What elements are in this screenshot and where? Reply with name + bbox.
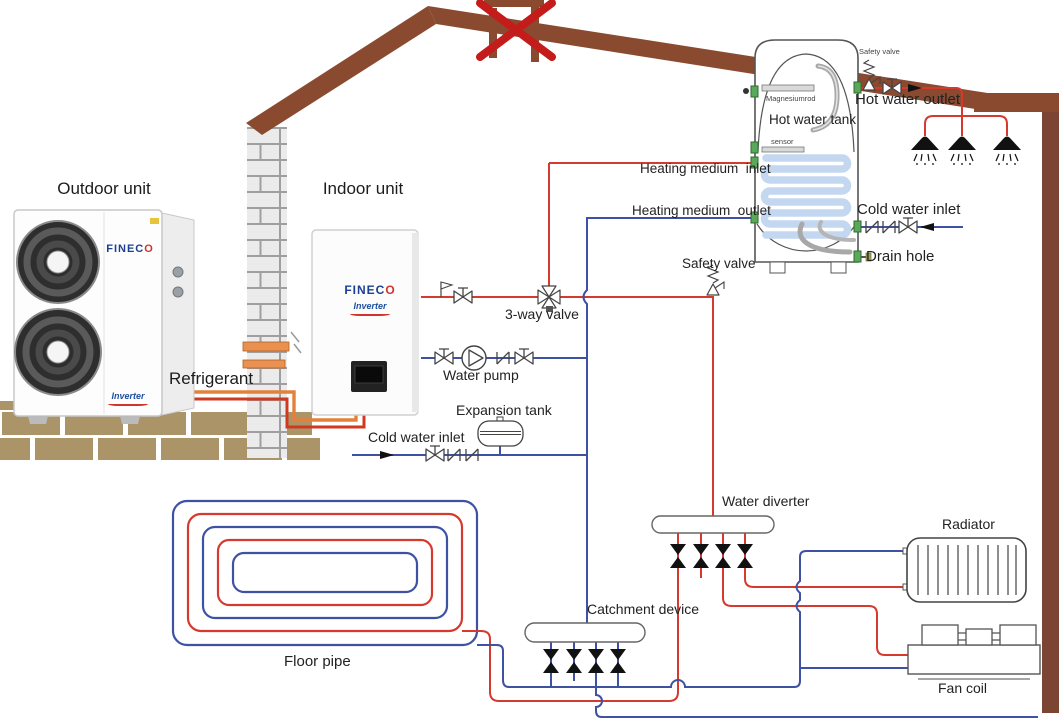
air-vent-icon <box>440 281 453 298</box>
fan-icon <box>16 220 100 304</box>
shower-icon <box>947 135 977 165</box>
inverter-logo-indoor: Inverter <box>350 301 390 316</box>
outdoor-unit-label: Outdoor unit <box>57 179 151 198</box>
cold-water-inlet-main-label: Cold water inlet <box>368 429 465 445</box>
side-vent <box>172 266 184 278</box>
pipe-clamp <box>242 359 286 369</box>
tank-foot <box>769 261 786 274</box>
tank-fittings <box>743 81 862 263</box>
cold-water-inlet-tank-label: Cold water inlet <box>857 201 961 218</box>
fan-coil-label: Fan coil <box>938 680 988 696</box>
pipe-clamp <box>242 341 290 352</box>
sensor-label: sensor <box>771 137 794 146</box>
catchment-device-manifold <box>524 622 646 643</box>
magnesium-rod-label: Magnesiumrod <box>766 94 816 103</box>
sensor-rod <box>761 146 805 153</box>
water-diverter-manifold <box>651 515 775 534</box>
floor-pipe-label: Floor pipe <box>284 653 351 670</box>
heating-medium-inlet-label: Heating medium inlet <box>640 161 771 176</box>
shower-icon <box>992 135 1022 165</box>
fineco-logo-outdoor: FINECO <box>106 243 154 255</box>
flow-arrow-icon <box>920 223 934 231</box>
house-roof <box>246 0 1059 135</box>
indoor-unit <box>311 229 419 416</box>
heating-medium-outlet-label: Heating medium outlet <box>632 203 771 218</box>
chimney <box>484 0 544 62</box>
hot-water-piping <box>421 87 1008 702</box>
inverter-logo-outdoor: Inverter <box>108 391 148 406</box>
safety-valve-mid-label: Safety valve <box>682 256 756 271</box>
indoor-unit-label: Indoor unit <box>322 179 404 198</box>
shutoff-valve-icon <box>515 349 533 364</box>
catchment-device-label: Catchment device <box>587 601 700 617</box>
drain-hole-label: Drain hole <box>866 248 935 265</box>
flow-arrow-icon <box>908 84 922 92</box>
shower-icon <box>910 135 940 165</box>
fan-icon <box>14 308 102 396</box>
water-pump-label: Water pump <box>443 367 519 383</box>
brick-wall <box>242 127 302 458</box>
refrigerant-label: Refrigerant <box>169 369 254 388</box>
drain-cap <box>865 252 872 262</box>
water-diverter-label: Water diverter <box>722 493 810 509</box>
warning-sticker <box>150 218 159 224</box>
magnesium-rod <box>761 84 815 92</box>
hot-water-tank <box>743 39 872 274</box>
fineco-logo-indoor: FINECO <box>344 283 396 297</box>
radiator <box>902 537 1027 603</box>
tank-foot <box>830 261 847 274</box>
side-vent <box>172 286 184 298</box>
pipe-symbols <box>380 59 1022 673</box>
safety-valve-top-label: Safety valve <box>859 47 900 56</box>
radiator-label: Radiator <box>942 516 995 532</box>
expansion-tank <box>477 416 524 455</box>
flow-arrow-icon <box>380 451 394 459</box>
shutoff-valve-icon <box>899 218 917 233</box>
three-way-valve-label: 3-way valve <box>505 306 579 322</box>
expansion-tank-label: Expansion tank <box>456 402 552 418</box>
hot-water-tank-label: Hot water tank <box>769 112 857 127</box>
internal-pipe <box>797 221 853 255</box>
wall-break-marks <box>290 331 302 354</box>
shutoff-valve-icon <box>435 349 453 364</box>
outdoor-unit <box>13 209 195 424</box>
heat-exchanger-coil <box>760 154 852 239</box>
fan-coil <box>907 624 1041 680</box>
house-right-wall <box>1042 112 1059 713</box>
floor-pipe-coil <box>171 499 479 647</box>
refrigerant-pipes <box>192 390 366 429</box>
shutoff-valve-icon <box>426 446 444 461</box>
x-mark-icon <box>476 0 556 61</box>
unit-foot <box>28 416 48 424</box>
shutoff-valve-icon <box>454 288 472 303</box>
unit-foot <box>120 416 140 424</box>
hot-water-outlet-label: Hot water outlet <box>855 91 961 108</box>
